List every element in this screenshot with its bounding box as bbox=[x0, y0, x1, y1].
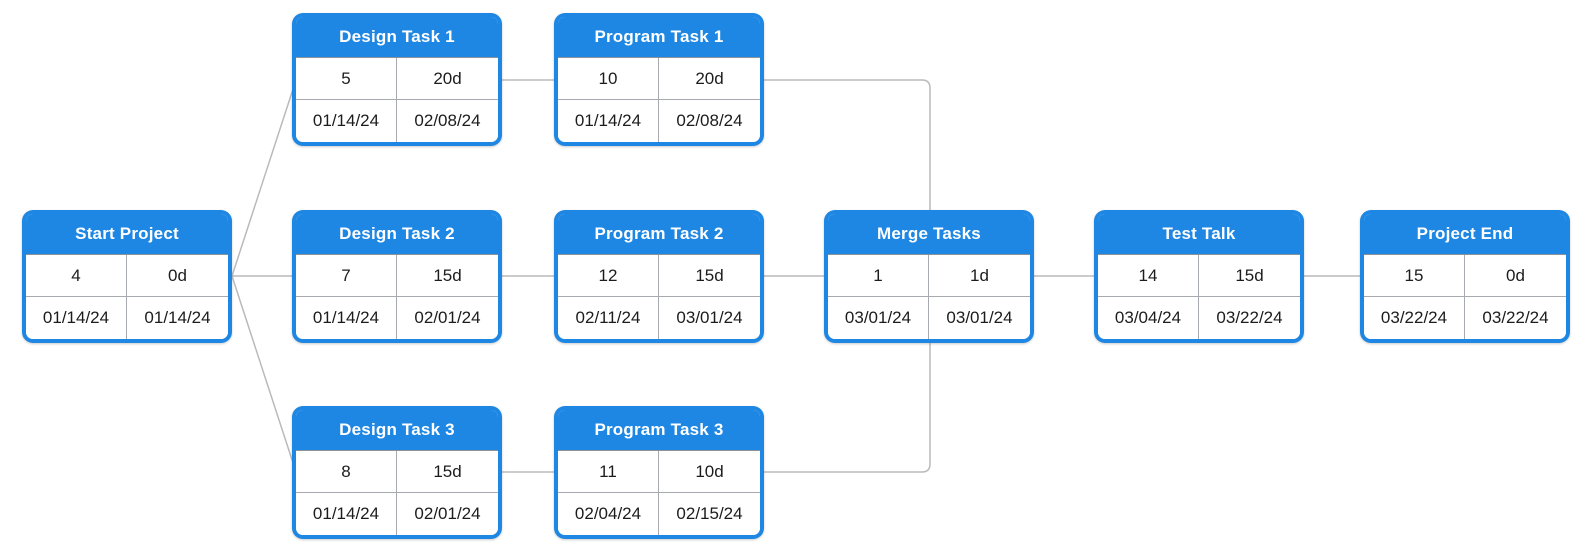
task-start-date: 03/04/24 bbox=[1098, 297, 1199, 339]
task-node-design-task-3[interactable]: Design Task 3 8 15d 01/14/24 02/01/24 bbox=[292, 406, 502, 539]
task-start-date: 02/04/24 bbox=[558, 493, 659, 535]
task-node-program-task-3[interactable]: Program Task 3 11 10d 02/04/24 02/15/24 bbox=[554, 406, 764, 539]
task-duration: 10d bbox=[659, 451, 760, 493]
task-node-merge-tasks[interactable]: Merge Tasks 1 1d 03/01/24 03/01/24 bbox=[824, 210, 1034, 343]
task-end-date: 02/08/24 bbox=[659, 100, 760, 142]
task-node-test-talk[interactable]: Test Talk 14 15d 03/04/24 03/22/24 bbox=[1094, 210, 1304, 343]
task-id: 12 bbox=[558, 255, 659, 297]
task-duration: 15d bbox=[659, 255, 760, 297]
task-duration: 0d bbox=[1465, 255, 1566, 297]
task-start-date: 01/14/24 bbox=[26, 297, 127, 339]
task-start-date: 02/11/24 bbox=[558, 297, 659, 339]
task-start-date: 01/14/24 bbox=[558, 100, 659, 142]
task-duration: 15d bbox=[397, 255, 498, 297]
task-title: Design Task 1 bbox=[296, 17, 498, 58]
task-duration: 20d bbox=[397, 58, 498, 100]
task-id: 5 bbox=[296, 58, 397, 100]
task-node-program-task-2[interactable]: Program Task 2 12 15d 02/11/24 03/01/24 bbox=[554, 210, 764, 343]
task-duration: 15d bbox=[1199, 255, 1300, 297]
task-end-date: 02/15/24 bbox=[659, 493, 760, 535]
task-start-date: 01/14/24 bbox=[296, 100, 397, 142]
task-duration: 1d bbox=[929, 255, 1030, 297]
connector-start-project-design-task-3 bbox=[231, 275, 297, 473]
task-id: 11 bbox=[558, 451, 659, 493]
task-end-date: 03/22/24 bbox=[1465, 297, 1566, 339]
task-id: 1 bbox=[828, 255, 929, 297]
task-node-design-task-1[interactable]: Design Task 1 5 20d 01/14/24 02/08/24 bbox=[292, 13, 502, 146]
task-id: 4 bbox=[26, 255, 127, 297]
task-end-date: 03/01/24 bbox=[929, 297, 1030, 339]
task-title: Test Talk bbox=[1098, 214, 1300, 255]
task-title: Program Task 2 bbox=[558, 214, 760, 255]
task-node-project-end[interactable]: Project End 15 0d 03/22/24 03/22/24 bbox=[1360, 210, 1570, 343]
task-node-design-task-2[interactable]: Design Task 2 7 15d 01/14/24 02/01/24 bbox=[292, 210, 502, 343]
task-duration: 20d bbox=[659, 58, 760, 100]
task-end-date: 02/01/24 bbox=[397, 297, 498, 339]
task-duration: 0d bbox=[127, 255, 228, 297]
task-start-date: 03/01/24 bbox=[828, 297, 929, 339]
task-duration: 15d bbox=[397, 451, 498, 493]
task-end-date: 03/01/24 bbox=[659, 297, 760, 339]
connector-start-project-design-task-1 bbox=[231, 79, 297, 277]
task-title: Merge Tasks bbox=[828, 214, 1030, 255]
task-start-date: 01/14/24 bbox=[296, 493, 397, 535]
task-end-date: 01/14/24 bbox=[127, 297, 228, 339]
task-id: 8 bbox=[296, 451, 397, 493]
task-end-date: 03/22/24 bbox=[1199, 297, 1300, 339]
task-title: Project End bbox=[1364, 214, 1566, 255]
task-start-date: 01/14/24 bbox=[296, 297, 397, 339]
task-id: 7 bbox=[296, 255, 397, 297]
task-node-program-task-1[interactable]: Program Task 1 10 20d 01/14/24 02/08/24 bbox=[554, 13, 764, 146]
task-id: 14 bbox=[1098, 255, 1199, 297]
connector-program-task-1-merge-tasks bbox=[762, 79, 931, 212]
connector-program-task-3-merge-tasks bbox=[762, 341, 931, 473]
task-title: Design Task 2 bbox=[296, 214, 498, 255]
task-title: Start Project bbox=[26, 214, 228, 255]
task-node-start-project[interactable]: Start Project 4 0d 01/14/24 01/14/24 bbox=[22, 210, 232, 343]
task-id: 15 bbox=[1364, 255, 1465, 297]
task-end-date: 02/08/24 bbox=[397, 100, 498, 142]
task-start-date: 03/22/24 bbox=[1364, 297, 1465, 339]
task-id: 10 bbox=[558, 58, 659, 100]
task-title: Program Task 1 bbox=[558, 17, 760, 58]
task-title: Design Task 3 bbox=[296, 410, 498, 451]
task-end-date: 02/01/24 bbox=[397, 493, 498, 535]
task-title: Program Task 3 bbox=[558, 410, 760, 451]
